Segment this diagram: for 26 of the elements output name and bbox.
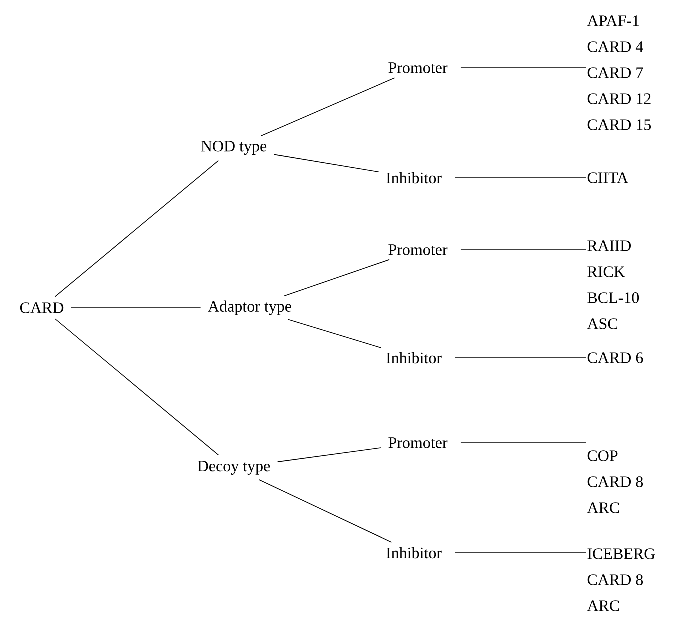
branch-line [54, 160, 220, 298]
node-label: Promoter [388, 62, 448, 74]
node-label: CARD [20, 302, 64, 314]
branch-line [454, 552, 586, 554]
node-label: Promoter [388, 244, 448, 256]
protein-list: APAF-1 CARD 4 CARD 7 CARD 12 CARD 15 [587, 16, 652, 130]
branch-line [277, 448, 382, 462]
branch-line [288, 319, 382, 348]
protein-list: ICEBERG CARD 8 ARC [587, 548, 656, 612]
node-label: Inhibitor [386, 352, 442, 364]
branch-line [274, 154, 380, 173]
node-label: Promoter [388, 438, 448, 448]
branch-line [258, 479, 392, 543]
node-label: Decoy type [198, 461, 270, 475]
branch-line [460, 442, 586, 444]
node-label: Inhibitor [386, 172, 442, 184]
branch-line [260, 78, 396, 137]
branch-line [54, 318, 220, 456]
protein-list: COP CARD 8 ARC [587, 450, 644, 514]
node-label: CIITA [588, 172, 628, 184]
node-label: CARD 6 [588, 352, 644, 364]
branch-line [284, 259, 390, 297]
node-label: NOD type [201, 140, 267, 156]
node-label: Inhibitor [386, 547, 442, 559]
protein-list: RAIID RICK BCL-10 ASC [587, 240, 640, 330]
node-label: Adaptor type [208, 300, 292, 316]
